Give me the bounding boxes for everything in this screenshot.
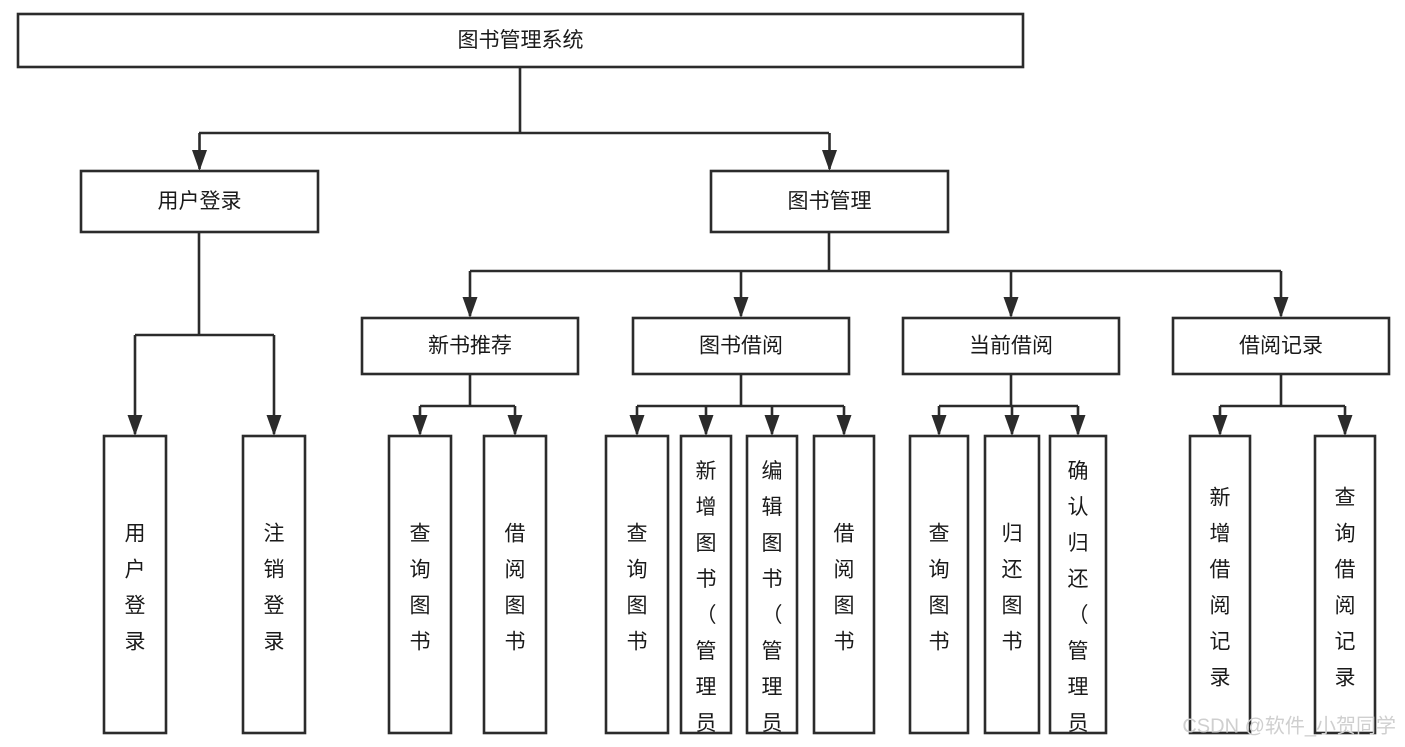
node-leaf-confirm-return[interactable]: 确认归还（管理员） [1048,434,1108,747]
node-box-leaf-confirm-return[interactable] [1048,434,1108,735]
node-label-new-book-recommend: 新书推荐 [428,335,512,358]
node-label-leaf-confirm-return: 确认归还（管理员） [1068,460,1089,747]
node-label-leaf-borrow-book-recommend: 借阅图书 [505,523,526,654]
node-leaf-query-book-recommend[interactable]: 查询图书 [387,434,453,735]
arrow-to-new-book-recommend [462,297,478,318]
node-borrow-record[interactable]: 借阅记录 [1171,316,1391,376]
node-box-leaf-borrow-book[interactable] [812,434,876,735]
connector-layer [127,67,1353,436]
arrow-to-leaf-confirm-return [1070,415,1086,436]
node-box-user-login[interactable] [79,169,320,234]
arrow-to-leaf-user-login [127,415,143,436]
node-leaf-user-login[interactable]: 用户登录 [102,434,168,735]
node-box-leaf-query-borrow-record[interactable] [1313,434,1377,735]
node-leaf-borrow-book[interactable]: 借阅图书 [812,434,876,735]
arrow-to-user-login [192,150,207,171]
arrow-to-book-borrow [733,297,749,318]
node-label-book-management: 图书管理 [788,190,872,213]
node-label-leaf-user-login: 用户登录 [125,523,146,654]
node-label-leaf-borrow-book: 借阅图书 [834,523,855,654]
node-box-leaf-query-book-borrow[interactable] [604,434,670,735]
watermark-label: CSDN @软件_小贺同学 [1182,714,1396,737]
node-box-leaf-logout[interactable] [241,434,307,735]
node-leaf-return-book[interactable]: 归还图书 [983,434,1041,735]
node-box-new-book-recommend[interactable] [360,316,580,376]
arrow-to-leaf-add-book [698,415,714,436]
node-label-leaf-logout: 注销登录 [264,523,285,654]
arrow-to-leaf-query-book-recommend [412,415,428,436]
node-leaf-edit-book[interactable]: 编辑图书（管理员） [745,434,799,747]
node-label-leaf-query-book-recommend: 查询图书 [410,523,431,654]
arrow-to-leaf-query-book-borrow [629,415,645,436]
node-new-book-recommend[interactable]: 新书推荐 [360,316,580,376]
node-label-leaf-edit-book: 编辑图书（管理员） [762,460,783,747]
node-label-user-login: 用户登录 [158,190,242,213]
node-box-leaf-edit-book[interactable] [745,434,799,735]
node-label-root: 图书管理系统 [458,29,584,52]
node-box-current-borrow[interactable] [901,316,1121,376]
node-label-leaf-add-book: 新增图书（管理员） [696,460,717,747]
node-box-leaf-borrow-book-recommend[interactable] [482,434,548,735]
arrow-to-current-borrow [1003,297,1019,318]
arrow-to-leaf-edit-book [764,415,780,436]
node-box-leaf-add-book[interactable] [679,434,733,735]
node-book-management[interactable]: 图书管理 [709,169,950,234]
node-label-leaf-return-book: 归还图书 [1002,523,1023,654]
node-label-leaf-query-book-borrow: 查询图书 [627,523,648,654]
node-leaf-logout[interactable]: 注销登录 [241,434,307,735]
node-leaf-borrow-book-recommend[interactable]: 借阅图书 [482,434,548,735]
arrow-to-leaf-borrow-book [836,415,852,436]
arrow-to-leaf-return-book [1004,415,1020,436]
node-label-borrow-record: 借阅记录 [1239,335,1323,358]
arrow-to-leaf-add-borrow-record [1212,415,1228,436]
node-box-leaf-query-book-recommend[interactable] [387,434,453,735]
node-box-book-borrow[interactable] [631,316,851,376]
node-box-leaf-return-book[interactable] [983,434,1041,735]
node-label-leaf-query-book-current: 查询图书 [929,523,950,654]
node-box-leaf-user-login[interactable] [102,434,168,735]
node-root[interactable]: 图书管理系统 [16,12,1025,69]
node-box-book-management[interactable] [709,169,950,234]
node-box-root[interactable] [16,12,1025,69]
arrow-to-borrow-record [1273,297,1289,318]
node-layer: 图书管理系统用户登录图书管理新书推荐图书借阅当前借阅借阅记录用户登录注销登录查询… [16,12,1391,747]
node-label-book-borrow: 图书借阅 [699,335,783,358]
node-box-borrow-record[interactable] [1171,316,1391,376]
node-label-leaf-add-borrow-record: 新增借阅记录 [1210,487,1231,690]
arrow-to-book-management [822,150,837,171]
arrow-to-leaf-query-book-current [931,415,947,436]
node-label-leaf-query-borrow-record: 查询借阅记录 [1335,487,1356,690]
arrow-to-leaf-query-borrow-record [1337,415,1353,436]
node-user-login[interactable]: 用户登录 [79,169,320,234]
node-current-borrow[interactable]: 当前借阅 [901,316,1121,376]
node-label-current-borrow: 当前借阅 [969,335,1053,358]
node-leaf-add-borrow-record[interactable]: 新增借阅记录 [1188,434,1252,735]
arrow-to-leaf-borrow-book-recommend [507,415,523,436]
node-leaf-query-book-current[interactable]: 查询图书 [908,434,970,735]
node-box-leaf-query-book-current[interactable] [908,434,970,735]
node-leaf-query-borrow-record[interactable]: 查询借阅记录 [1313,434,1377,735]
arrow-to-leaf-logout [266,415,282,436]
node-leaf-query-book-borrow[interactable]: 查询图书 [604,434,670,735]
node-box-leaf-add-borrow-record[interactable] [1188,434,1252,735]
node-book-borrow[interactable]: 图书借阅 [631,316,851,376]
node-leaf-add-book[interactable]: 新增图书（管理员） [679,434,733,747]
